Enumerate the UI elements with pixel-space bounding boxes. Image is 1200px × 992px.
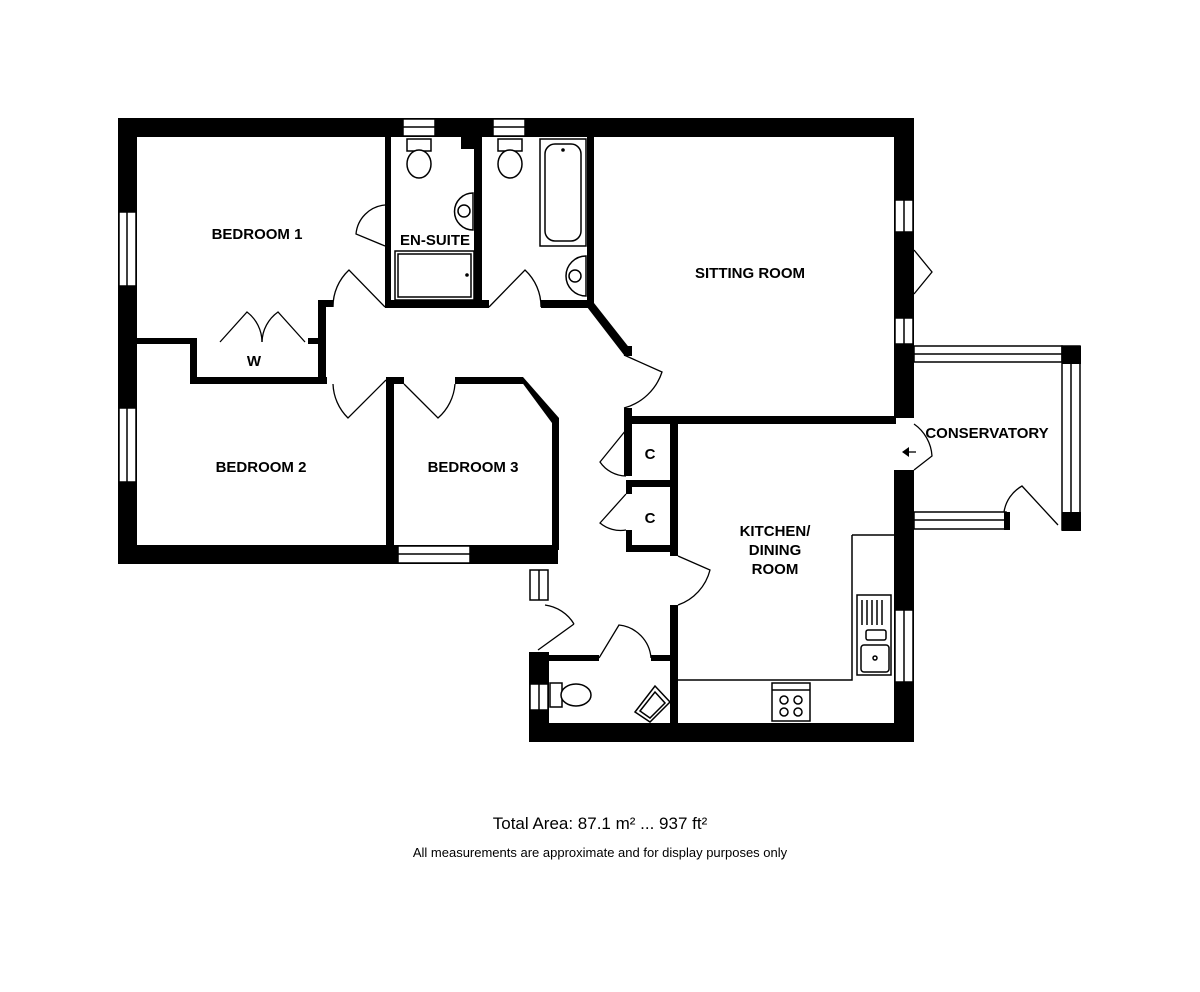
label-kitchen-line-1: KITCHEN/ <box>740 523 812 540</box>
bathroom-toilet-icon <box>497 138 523 152</box>
worktop-outline <box>678 534 894 681</box>
windows <box>118 118 914 711</box>
basin-icon <box>453 192 474 231</box>
cloakroom-toilet-icon <box>549 682 563 708</box>
label-sitting-room: SITTING ROOM <box>695 265 805 282</box>
outer-walls <box>118 118 914 742</box>
label-kitchen-line-2: DINING <box>749 542 802 559</box>
label-cupboard-2: C <box>645 510 656 527</box>
label-wardrobe: W <box>247 353 262 370</box>
label-kitchen-line-3: ROOM <box>752 561 799 578</box>
label-bedroom-1: BEDROOM 1 <box>212 226 303 243</box>
hob-icon <box>771 682 811 722</box>
conservatory-structure <box>913 345 1081 531</box>
label-en-suite: EN-SUITE <box>400 232 470 249</box>
arrow-left-icon <box>902 447 909 457</box>
label-cupboard-1: C <box>645 446 656 463</box>
internal-walls <box>137 137 896 725</box>
total-area: Total Area: 87.1 m² ... 937 ft² <box>492 814 708 833</box>
bathroom-basin-icon <box>565 255 587 297</box>
label-conservatory: CONSERVATORY <box>925 425 1048 442</box>
label-bedroom-3: BEDROOM 3 <box>428 459 519 476</box>
fixtures <box>394 138 894 723</box>
disclaimer: All measurements are approximate and for… <box>412 845 788 860</box>
room-labels: BEDROOM 1 EN-SUITE SITTING ROOM W BEDROO… <box>212 226 1049 578</box>
label-bedroom-2: BEDROOM 2 <box>216 459 307 476</box>
toilet-icon <box>406 138 432 152</box>
doors <box>219 204 1059 659</box>
